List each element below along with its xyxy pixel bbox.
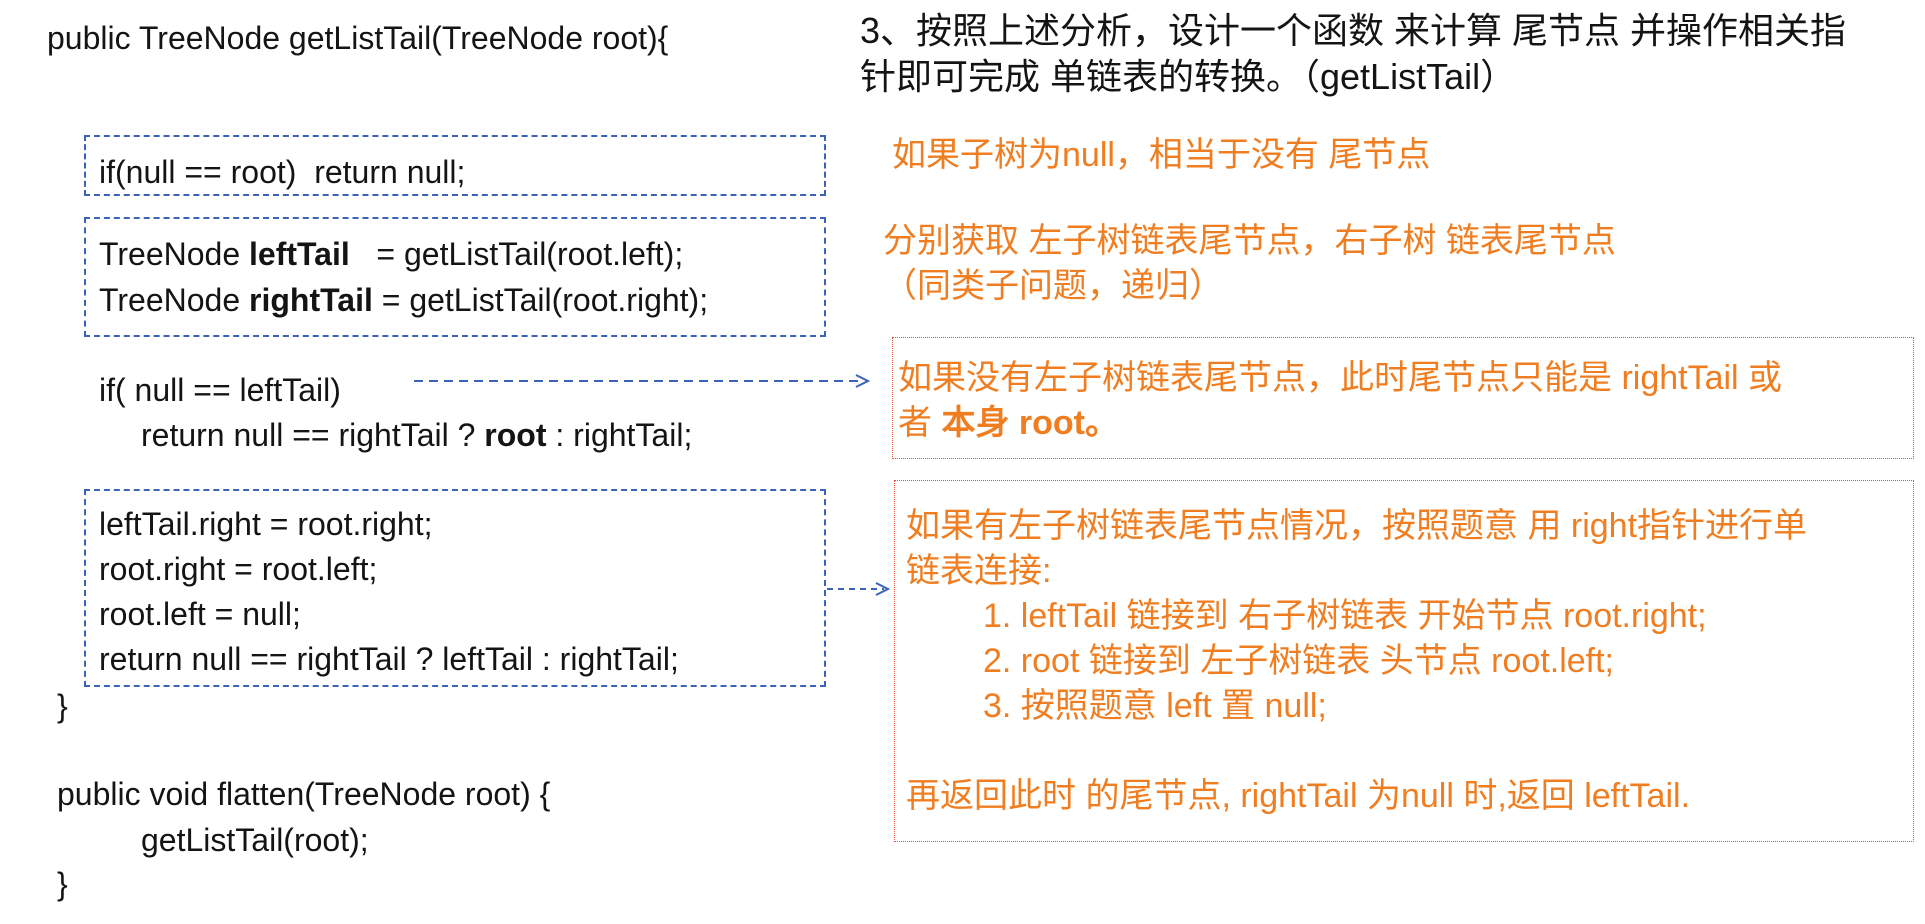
method-signature: public TreeNode getListTail(TreeNode roo… bbox=[47, 20, 669, 56]
link-line-1: leftTail.right = root.right; bbox=[99, 506, 433, 542]
left-decl-prefix: TreeNode bbox=[99, 236, 249, 272]
note-has-left-line-1: 如果有左子树链表尾节点情况，按照题意 用 right指针进行单 bbox=[906, 507, 1808, 545]
return-root-line: return null == rightTail ? root : rightT… bbox=[141, 413, 692, 458]
note-step-2: 2. root 链接到 左子树链表 头节点 root.left; bbox=[983, 642, 1615, 680]
left-decl-var: leftTail bbox=[249, 236, 350, 272]
link-line-4: return null == rightTail ? leftTail : ri… bbox=[99, 641, 679, 677]
slide-title: 3、按照上述分析，设计一个函数 来计算 尾节点 并操作相关指 针即可完成 单链表… bbox=[860, 8, 1900, 100]
link-line-2: root.right = root.left; bbox=[99, 551, 378, 587]
note-recursive-line-2: （同类子问题，递归） bbox=[883, 267, 1223, 305]
right-tail-decl: TreeNode rightTail = getListTail(root.ri… bbox=[99, 278, 708, 323]
null-check-line: if(null == root) return null; bbox=[99, 154, 466, 190]
arrow-to-note-3 bbox=[414, 374, 871, 388]
note-no-left-prefix: 者 bbox=[898, 404, 942, 442]
right-decl-suffix: = getListTail(root.right); bbox=[372, 282, 709, 318]
left-decl-suffix: = getListTail(root.left); bbox=[349, 236, 684, 272]
note-step-3: 3. 按照题意 left 置 null; bbox=[983, 687, 1327, 725]
recursive-calls-box bbox=[84, 217, 826, 337]
flatten-call: getListTail(root); bbox=[141, 822, 369, 858]
note-has-left-tail-box bbox=[894, 480, 1914, 842]
right-decl-var: rightTail bbox=[249, 282, 373, 318]
note-recursive-line-1: 分别获取 左子树链表尾节点，右子树 链表尾节点 bbox=[883, 222, 1616, 260]
return-suffix: : rightTail; bbox=[546, 417, 693, 453]
flatten-signature: public void flatten(TreeNode root) { bbox=[57, 776, 551, 812]
note-return-summary: 再返回此时 的尾节点, rightTail 为null 时,返回 leftTai… bbox=[906, 777, 1691, 815]
arrow-to-note-4 bbox=[827, 582, 891, 596]
return-prefix: return null == rightTail ? bbox=[141, 417, 485, 453]
linking-box bbox=[84, 489, 826, 687]
title-line-1: 3、按照上述分析，设计一个函数 来计算 尾节点 并操作相关指 bbox=[860, 10, 1847, 51]
note-no-left-tail-box bbox=[892, 337, 1914, 459]
left-tail-decl: TreeNode leftTail = getListTail(root.lef… bbox=[99, 232, 683, 277]
title-line-2: 针即可完成 单链表的转换。（getListTail） bbox=[860, 56, 1517, 97]
note-has-left-line-2: 链表连接: bbox=[906, 552, 1052, 590]
note-no-left-line-2: 者 本身 root。 bbox=[898, 401, 1119, 446]
closing-brace-2: } bbox=[57, 866, 68, 902]
null-check-box bbox=[84, 135, 826, 196]
note-no-left-bold: 本身 root。 bbox=[941, 404, 1119, 442]
if-left-null-line: if( null == leftTail) bbox=[99, 372, 341, 408]
return-root-bold: root bbox=[484, 417, 547, 453]
right-decl-prefix: TreeNode bbox=[99, 282, 249, 318]
note-null-subtree: 如果子树为null，相当于没有 尾节点 bbox=[892, 136, 1431, 174]
note-step-1: 1. leftTail 链接到 右子树链表 开始节点 root.right; bbox=[983, 597, 1707, 635]
note-no-left-line-1: 如果没有左子树链表尾节点，此时尾节点只能是 rightTail 或 bbox=[898, 359, 1783, 397]
link-line-3: root.left = null; bbox=[99, 596, 301, 632]
closing-brace-1: } bbox=[57, 688, 68, 724]
